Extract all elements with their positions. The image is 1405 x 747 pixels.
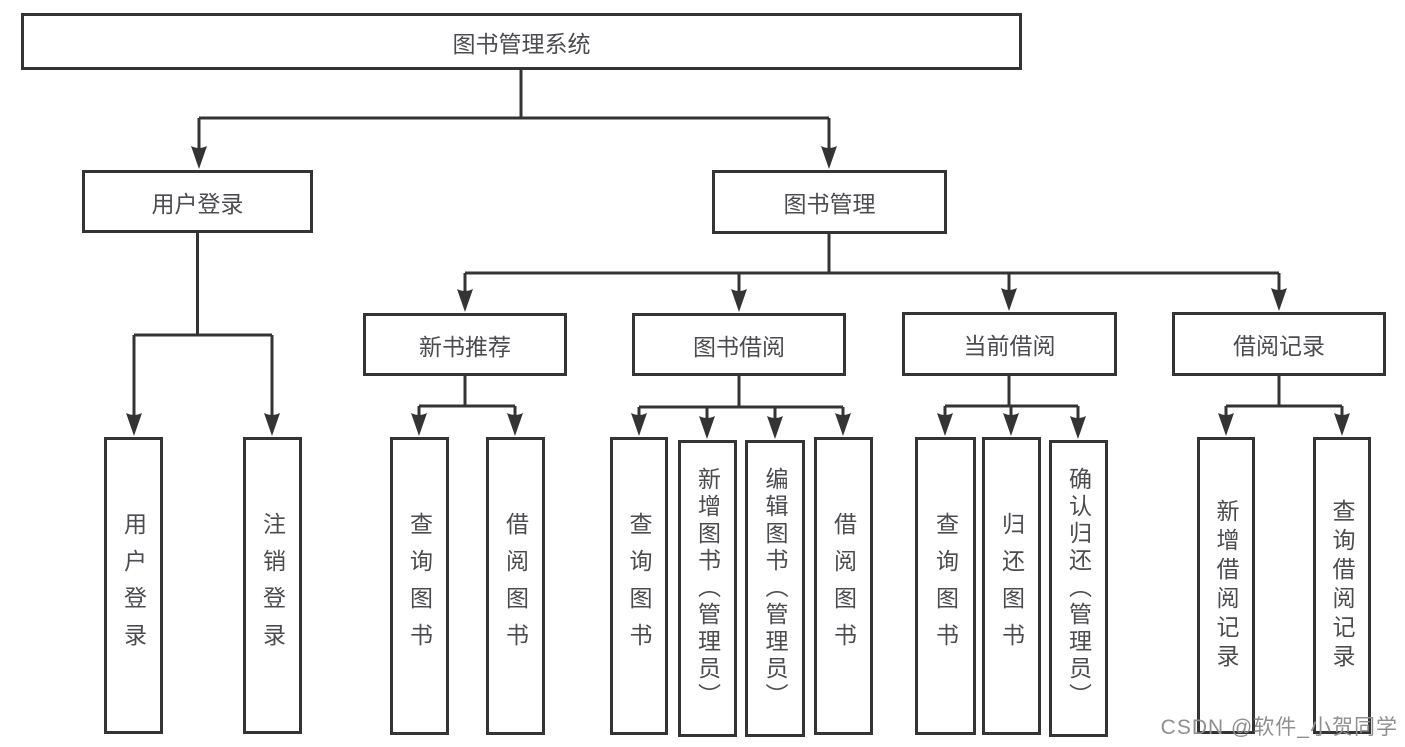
leaf-cb-query: 查询图书 [915, 437, 976, 735]
leaf-bb-add-label: 新增图书（管理员） [694, 467, 721, 710]
leaf-cb-query-label: 查询图书 [932, 512, 959, 660]
leaf-nbr-query: 查询图书 [390, 437, 449, 735]
leaf-br-query-label: 查询借阅记录 [1329, 498, 1355, 673]
leaf-br-query: 查询借阅记录 [1313, 437, 1371, 734]
connector-new-book-rec [417, 376, 517, 419]
leaf-br-add: 新增借阅记录 [1197, 437, 1255, 734]
leaf-cb-return-label: 归还图书 [998, 512, 1025, 660]
node-book-borrow: 图书借阅 [632, 313, 846, 376]
leaf-bb-query: 查询图书 [610, 437, 668, 735]
leaf-cb-confirm-label: 确认归还（管理员） [1065, 467, 1092, 710]
connector-book-mgmt [463, 234, 1281, 295]
leaf-bb-borrow: 借阅图书 [814, 437, 873, 735]
leaf-cb-confirm: 确认归还（管理员） [1049, 440, 1108, 737]
node-new-book-rec: 新书推荐 [363, 313, 567, 376]
leaf-user-login: 用户登录 [104, 437, 163, 734]
node-book-mgmt-label: 图书管理 [783, 191, 876, 217]
leaf-user-login-label: 用户登录 [120, 511, 147, 660]
node-current-borrow-label: 当前借阅 [963, 333, 1056, 359]
node-borrow-records: 借阅记录 [1172, 312, 1386, 376]
connector-root [197, 70, 831, 150]
node-user-login: 用户登录 [82, 170, 313, 233]
node-current-borrow: 当前借阅 [902, 312, 1117, 376]
node-book-mgmt: 图书管理 [712, 170, 947, 234]
leaf-cb-return: 归还图书 [982, 437, 1041, 735]
node-borrow-records-label: 借阅记录 [1233, 333, 1325, 359]
leaf-nbr-borrow: 借阅图书 [486, 437, 545, 735]
node-book-borrow-label: 图书借阅 [693, 333, 785, 360]
leaf-logout: 注销登录 [243, 437, 302, 734]
leaf-nbr-query-label: 查询图书 [406, 512, 433, 660]
connector-borrow-records [1224, 376, 1344, 419]
connector-user-login [132, 233, 274, 418]
leaf-br-add-label: 新增借阅记录 [1213, 498, 1239, 673]
leaf-bb-add: 新增图书（管理员） [678, 440, 737, 737]
leaf-nbr-borrow-label: 借阅图书 [502, 512, 529, 660]
node-root: 图书管理系统 [21, 13, 1022, 70]
leaf-logout-label: 注销登录 [259, 511, 286, 660]
node-root-label: 图书管理系统 [452, 30, 591, 57]
leaf-bb-borrow-label: 借阅图书 [830, 512, 857, 660]
leaf-bb-edit: 编辑图书（管理员） [745, 440, 805, 737]
arrowheads [126, 146, 1350, 439]
connector-current-borrow [943, 376, 1080, 421]
node-user-login-label: 用户登录 [151, 190, 244, 217]
node-new-book-rec-label: 新书推荐 [419, 333, 511, 360]
connector-book-borrow [637, 376, 845, 421]
leaf-bb-query-label: 查询图书 [626, 512, 652, 660]
csdn-watermark: CSDN @软件_小贺同学 [1160, 716, 1398, 739]
leaf-bb-edit-label: 编辑图书（管理员） [762, 467, 788, 710]
